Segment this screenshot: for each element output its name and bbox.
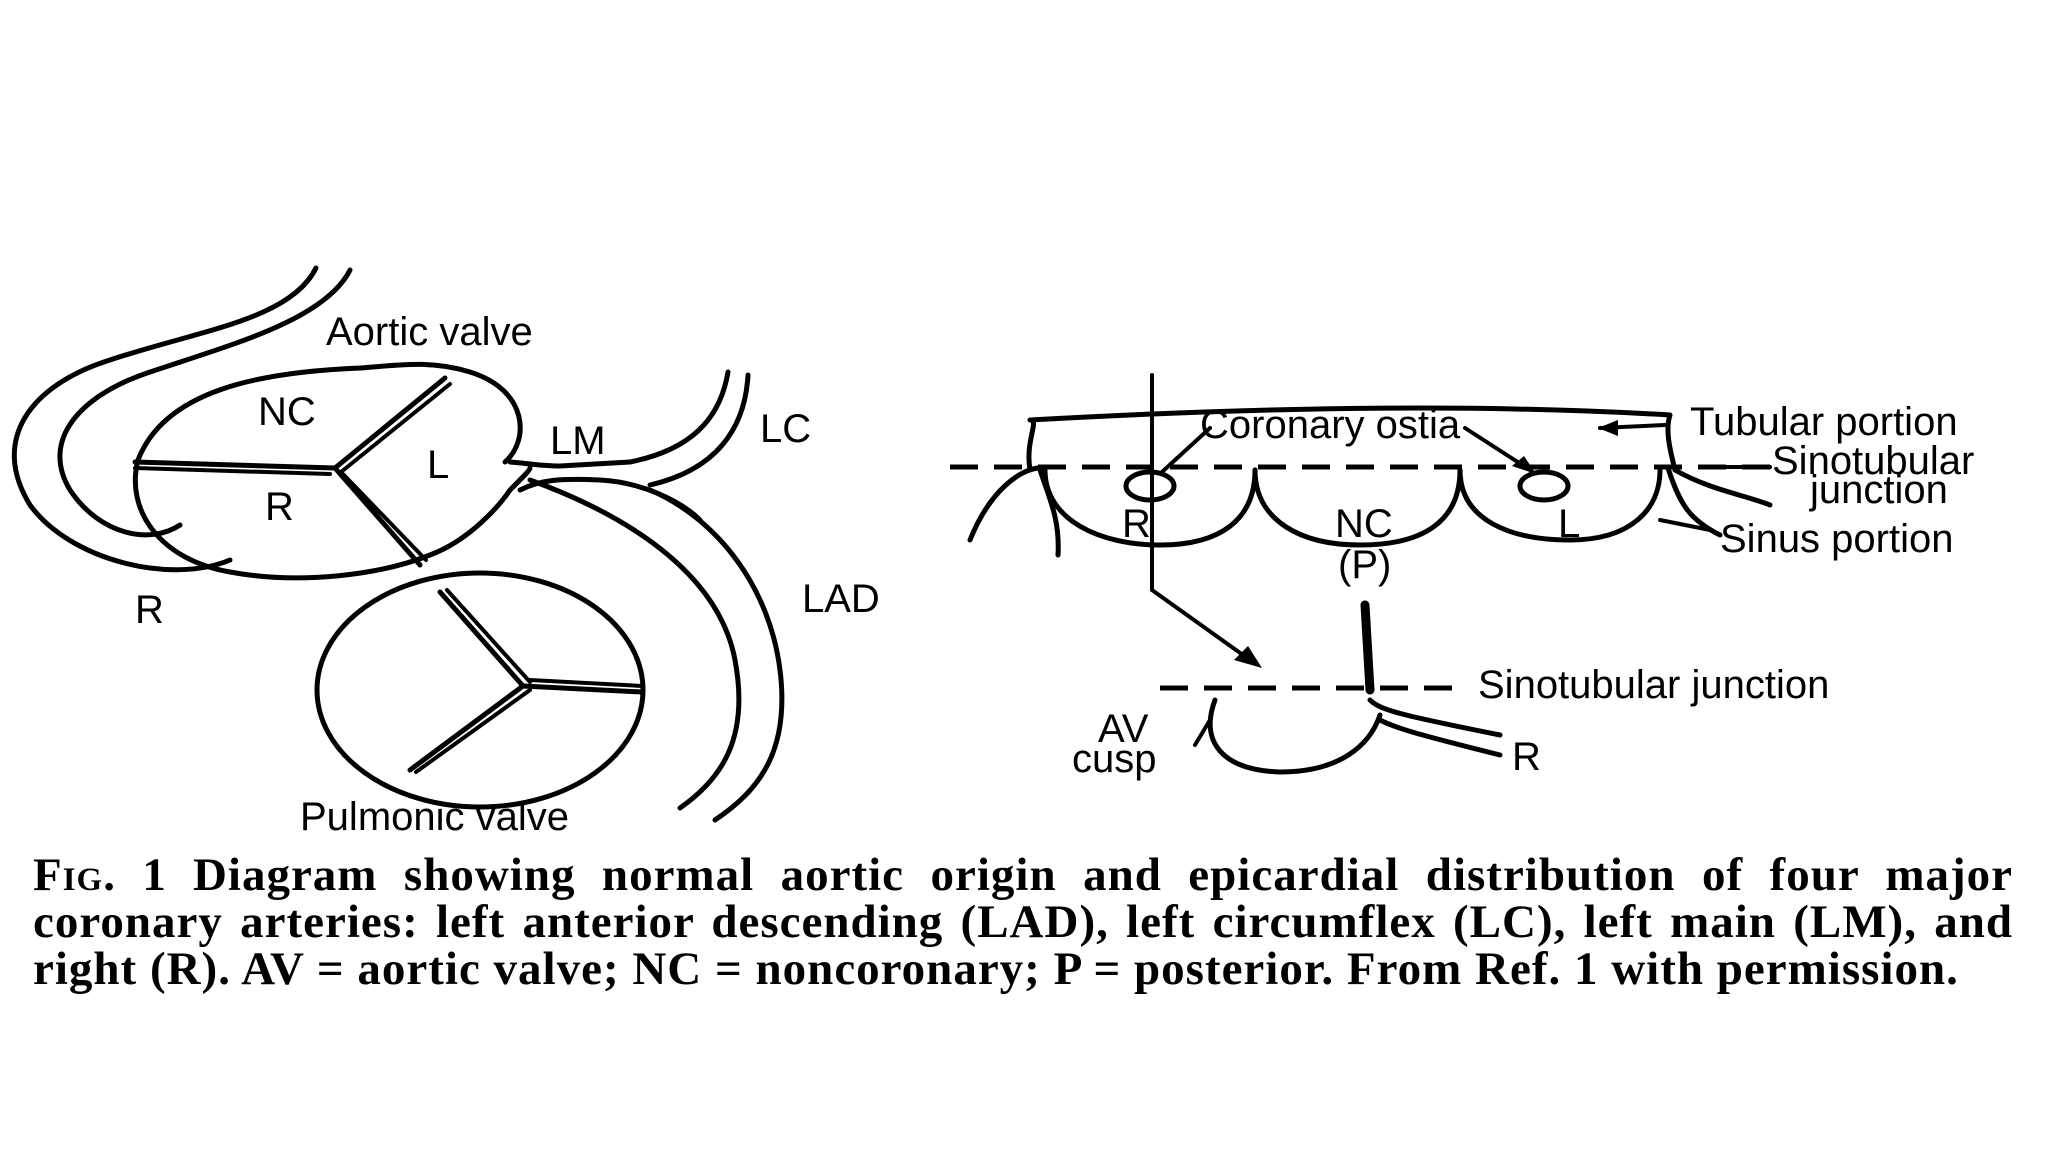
pulmonic-commissure-upper — [437, 589, 526, 689]
right-coronary-artery-inner — [57, 267, 353, 538]
lm-label: LM — [550, 419, 606, 463]
figure-number: Fig. 1 — [33, 849, 167, 901]
lc-label: LC — [760, 407, 811, 451]
lad-inner — [527, 477, 742, 811]
sinus-wall-left — [967, 465, 1041, 543]
av-cusp-outline — [1207, 697, 1383, 775]
av-label-line1: AV — [1098, 707, 1149, 751]
left-diagram: Aortic valve NC L R LM LC LAD R Pulmonic… — [11, 265, 880, 839]
left-circumflex-inner — [647, 372, 751, 488]
tubular-leader-arrowhead — [1598, 420, 1618, 436]
cusp-label-nc-right: NC — [1335, 502, 1393, 546]
aortic-commissure-lower-b — [339, 470, 428, 562]
sinus-wall-right-b — [1672, 467, 1773, 508]
sinotubular-label-line1: Sinotubular — [1772, 439, 1974, 483]
inset-vertical-wall — [1360, 600, 1375, 695]
inset-arrow-line — [1150, 588, 1252, 662]
cusp-label-p: (P) — [1338, 543, 1391, 587]
aortic-commissure-upper-b — [339, 382, 452, 474]
pulmonic-commissure-upper-b — [445, 588, 532, 684]
inset-arrowhead — [1234, 646, 1262, 668]
coronary-ostium-left — [1517, 469, 1571, 503]
right-diagram: Coronary ostia Tubular portion Sinotubul… — [950, 373, 1974, 781]
aortic-valve-lm-stem — [507, 459, 633, 469]
cusp-label-l-right: L — [1558, 502, 1580, 546]
av-cusp-leader — [1193, 718, 1212, 747]
lad-label: LAD — [802, 577, 880, 621]
r-artery-label-left: R — [135, 588, 164, 632]
ostia-leader-right — [1160, 426, 1212, 474]
pulmonic-commissure-lower-b — [414, 688, 532, 774]
pulmonic-commissure-right — [520, 683, 645, 695]
aortic-valve-outline — [132, 361, 533, 581]
left-circumflex-outer — [627, 369, 731, 465]
aortic-commissure-lower — [332, 465, 423, 568]
lad-outer — [647, 487, 785, 823]
sinus-scallop-r — [1042, 467, 1258, 548]
aortic-commissure-upper — [332, 375, 448, 471]
right-coronary-artery-outer — [11, 265, 319, 573]
pulmonic-valve-label: Pulmonic valve — [300, 795, 569, 839]
sinus-scallop-nc — [1252, 467, 1463, 548]
cusp-label-r-right: R — [1122, 502, 1151, 546]
sinus-wall-left-b — [1037, 467, 1061, 558]
sinotubular-junction-label: Sinotubular junction — [1478, 663, 1829, 707]
r-artery-inset-a — [1367, 697, 1503, 738]
pulmonic-commissure-lower — [407, 683, 526, 773]
ostia-leader-left-arrowhead — [1512, 456, 1536, 474]
coronary-ostia-label: Coronary ostia — [1200, 403, 1461, 447]
coronary-ostium-right — [1123, 469, 1177, 503]
sinus-portion-label: Sinus portion — [1720, 517, 1953, 561]
aortic-commissure-left-b — [133, 466, 332, 476]
cusp-label-l: L — [427, 443, 449, 487]
aortic-valve-label: Aortic valve — [326, 310, 533, 354]
sinotubular-label-line2: junction — [1809, 468, 1948, 512]
tubular-portion-outline — [1026, 405, 1678, 473]
aortic-commissure-left — [132, 459, 338, 471]
cusp-label-r: R — [265, 485, 294, 529]
sinus-scallop-l — [1457, 467, 1663, 543]
r-artery-inset-b — [1377, 717, 1503, 758]
caption-text: Diagram showing normal aortic origin and… — [33, 849, 2013, 995]
pulmonic-commissure-right-b — [528, 678, 644, 688]
sinus-leader — [1658, 518, 1712, 532]
r-artery-label-right: R — [1512, 735, 1541, 779]
tubular-portion-label: Tubular portion — [1690, 400, 1958, 444]
cusp-label-nc: NC — [258, 390, 316, 434]
av-label-line2: cusp — [1072, 737, 1157, 781]
ostia-leader-right-arrowhead — [1158, 456, 1176, 476]
